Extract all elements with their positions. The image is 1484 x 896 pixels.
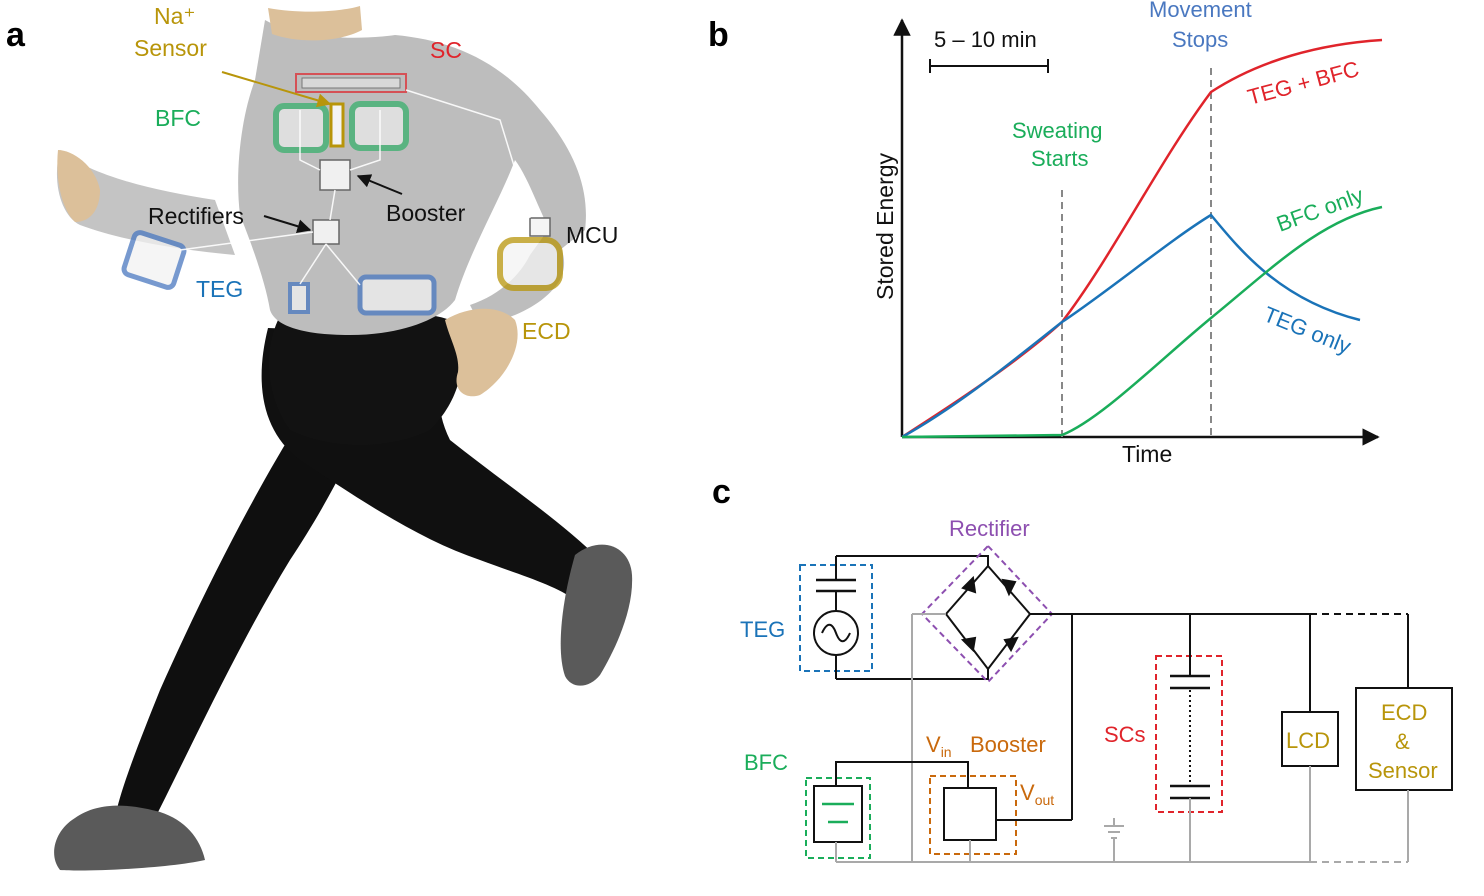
scs-dashed-box (1155, 655, 1223, 813)
device-teg-waist-large (357, 274, 437, 316)
lcd-label: LCD (1286, 728, 1330, 753)
runner-back-shoe (54, 805, 205, 871)
sc-label: SC (430, 37, 462, 63)
device-booster (319, 159, 351, 191)
device-mcu (529, 217, 551, 237)
mcu-label: MCU (566, 222, 618, 248)
booster-arrow (356, 174, 403, 195)
shirt-wiring (179, 89, 531, 286)
device-rectifiers (312, 219, 340, 245)
na-sensor-label-line2: Sensor (134, 35, 207, 61)
rectifier-label: Rectifier (949, 516, 1030, 541)
ecd-label-line1: ECD (1381, 700, 1427, 725)
series-line-bfc-only (901, 205, 1383, 439)
runner-left-hand (57, 150, 100, 222)
booster-box (943, 787, 997, 841)
scale-bar-label: 5 – 10 min (934, 27, 1037, 52)
rectifier-dashed-box (920, 544, 1054, 684)
series-line-teg-only (901, 213, 1361, 439)
device-na-sensor (329, 102, 345, 148)
sweating-starts-label-line1: Sweating (1012, 118, 1103, 143)
rectifier-diode-bridge (912, 564, 1070, 671)
teg-label-a: TEG (196, 276, 243, 302)
bfc-cell-box (813, 785, 863, 843)
rectifiers-label: Rectifiers (148, 203, 244, 229)
panel-b: b Time Stored Energy 5 – 10 min Sweating… (708, 0, 1383, 467)
bfc-dashed-box (805, 777, 871, 859)
na-sensor-label-line1: Na⁺ (154, 3, 196, 29)
panel-a: a (6, 3, 633, 871)
series-label-teg-only: TEG only (1260, 301, 1354, 359)
runner-back-leg (115, 420, 360, 828)
teg-label-c: TEG (740, 617, 785, 642)
runner-left-arm (56, 150, 235, 255)
runner-front-shoe (560, 544, 633, 686)
device-teg-arm (121, 230, 187, 290)
ecd-label: ECD (522, 318, 571, 344)
device-sc (295, 73, 407, 93)
teg-to-rectifier-top (836, 555, 989, 566)
booster-label-a: Booster (386, 200, 466, 226)
ac-sine-icon (821, 623, 851, 643)
runner-neck (268, 6, 362, 41)
runner-right-hand (445, 308, 518, 397)
y-axis-label: Stored Energy (872, 152, 898, 300)
panel-c: c TEG Rectifier (712, 473, 1453, 863)
booster-label-c: Booster (970, 732, 1046, 757)
movement-stops-label-line2: Stops (1172, 27, 1228, 52)
panel-b-label: b (708, 16, 729, 54)
ecd-label-line2: & (1395, 729, 1410, 754)
series-label-bfc-only: BFC only (1273, 182, 1367, 236)
device-ecd-watch (497, 237, 563, 291)
panel-c-label: c (712, 473, 731, 511)
device-bfc-right (349, 101, 409, 151)
device-bfc-left (273, 103, 329, 153)
ground-symbol-icon (1104, 818, 1124, 862)
bfc-label-a: BFC (155, 105, 201, 131)
scs-label: SCs (1104, 722, 1146, 747)
ecd-label-line3: Sensor (1368, 758, 1438, 783)
ecd-box (1355, 687, 1453, 791)
movement-stops-label-line1: Movement (1149, 0, 1252, 22)
sweating-starts-label-line2: Starts (1031, 146, 1088, 171)
vin-label: Vin (926, 732, 952, 760)
teg-to-rectifier-bottom (836, 669, 989, 680)
bfc-label-c: BFC (744, 750, 788, 775)
panel-a-label: a (6, 16, 26, 54)
runner-hips (268, 310, 462, 445)
rectifiers-arrow (263, 215, 312, 234)
device-teg-waist-small (288, 282, 310, 314)
x-axis-label: Time (1122, 441, 1172, 467)
bfc-to-booster-wire (835, 761, 969, 788)
vout-label: Vout (1020, 780, 1054, 808)
vin-subscript: in (941, 744, 952, 760)
vout-subscript: out (1035, 792, 1055, 808)
na-sensor-arrow (221, 71, 332, 108)
booster-dashed-box (929, 775, 1017, 855)
